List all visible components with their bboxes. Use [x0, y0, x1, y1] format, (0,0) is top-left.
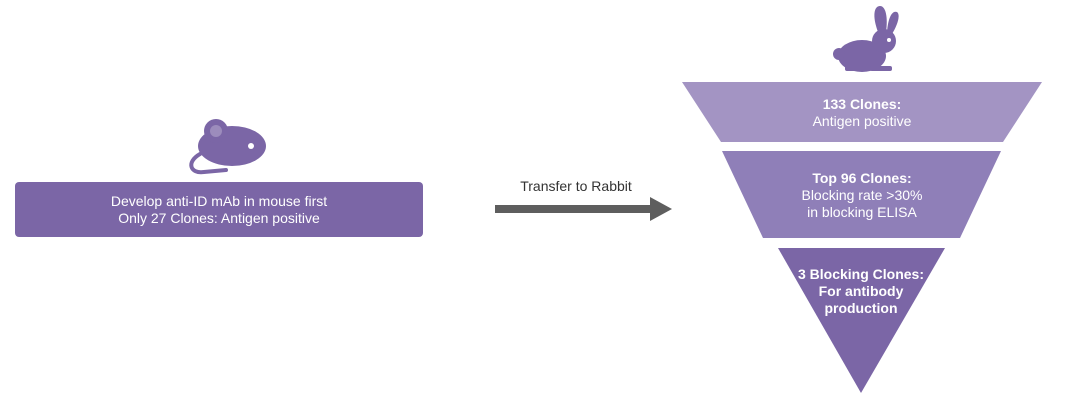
mouse-icon	[189, 119, 266, 175]
funnel-tier-3-text: 3 Blocking Clones: For antibody producti…	[781, 266, 941, 317]
funnel-tier-2	[722, 151, 1001, 238]
funnel-tier-3	[778, 248, 945, 393]
tier-3-title-1: 3 Blocking Clones:	[797, 266, 925, 282]
mouse-step-line-2: Only 27 Clones: Antigen positive	[118, 209, 320, 226]
rabbit-icon	[833, 6, 899, 72]
tier-2-line-2: in blocking ELISA	[807, 204, 917, 220]
tier-1-line-1: Antigen positive	[812, 113, 912, 129]
funnel-tier-2-text: Top 96 Clones: Blocking rate >30% in blo…	[762, 170, 962, 221]
tier-3-title-3: production	[824, 300, 898, 316]
funnel-tier-1	[682, 82, 1042, 142]
tier-1-title: 133 Clones:	[822, 96, 902, 112]
mouse-step-line-1: Develop anti-ID mAb in mouse first	[110, 192, 328, 209]
funnel-tier-1-text: 133 Clones: Antigen positive	[762, 96, 962, 130]
transfer-label: Transfer to Rabbit	[520, 178, 632, 194]
tier-2-line-1: Blocking rate >30%	[801, 187, 923, 203]
transfer-arrow	[495, 197, 672, 221]
tier-3-title-2: For antibody	[818, 283, 904, 299]
tier-2-title: Top 96 Clones:	[812, 170, 912, 186]
mouse-step-box: Develop anti-ID mAb in mouse first Only …	[15, 182, 423, 237]
